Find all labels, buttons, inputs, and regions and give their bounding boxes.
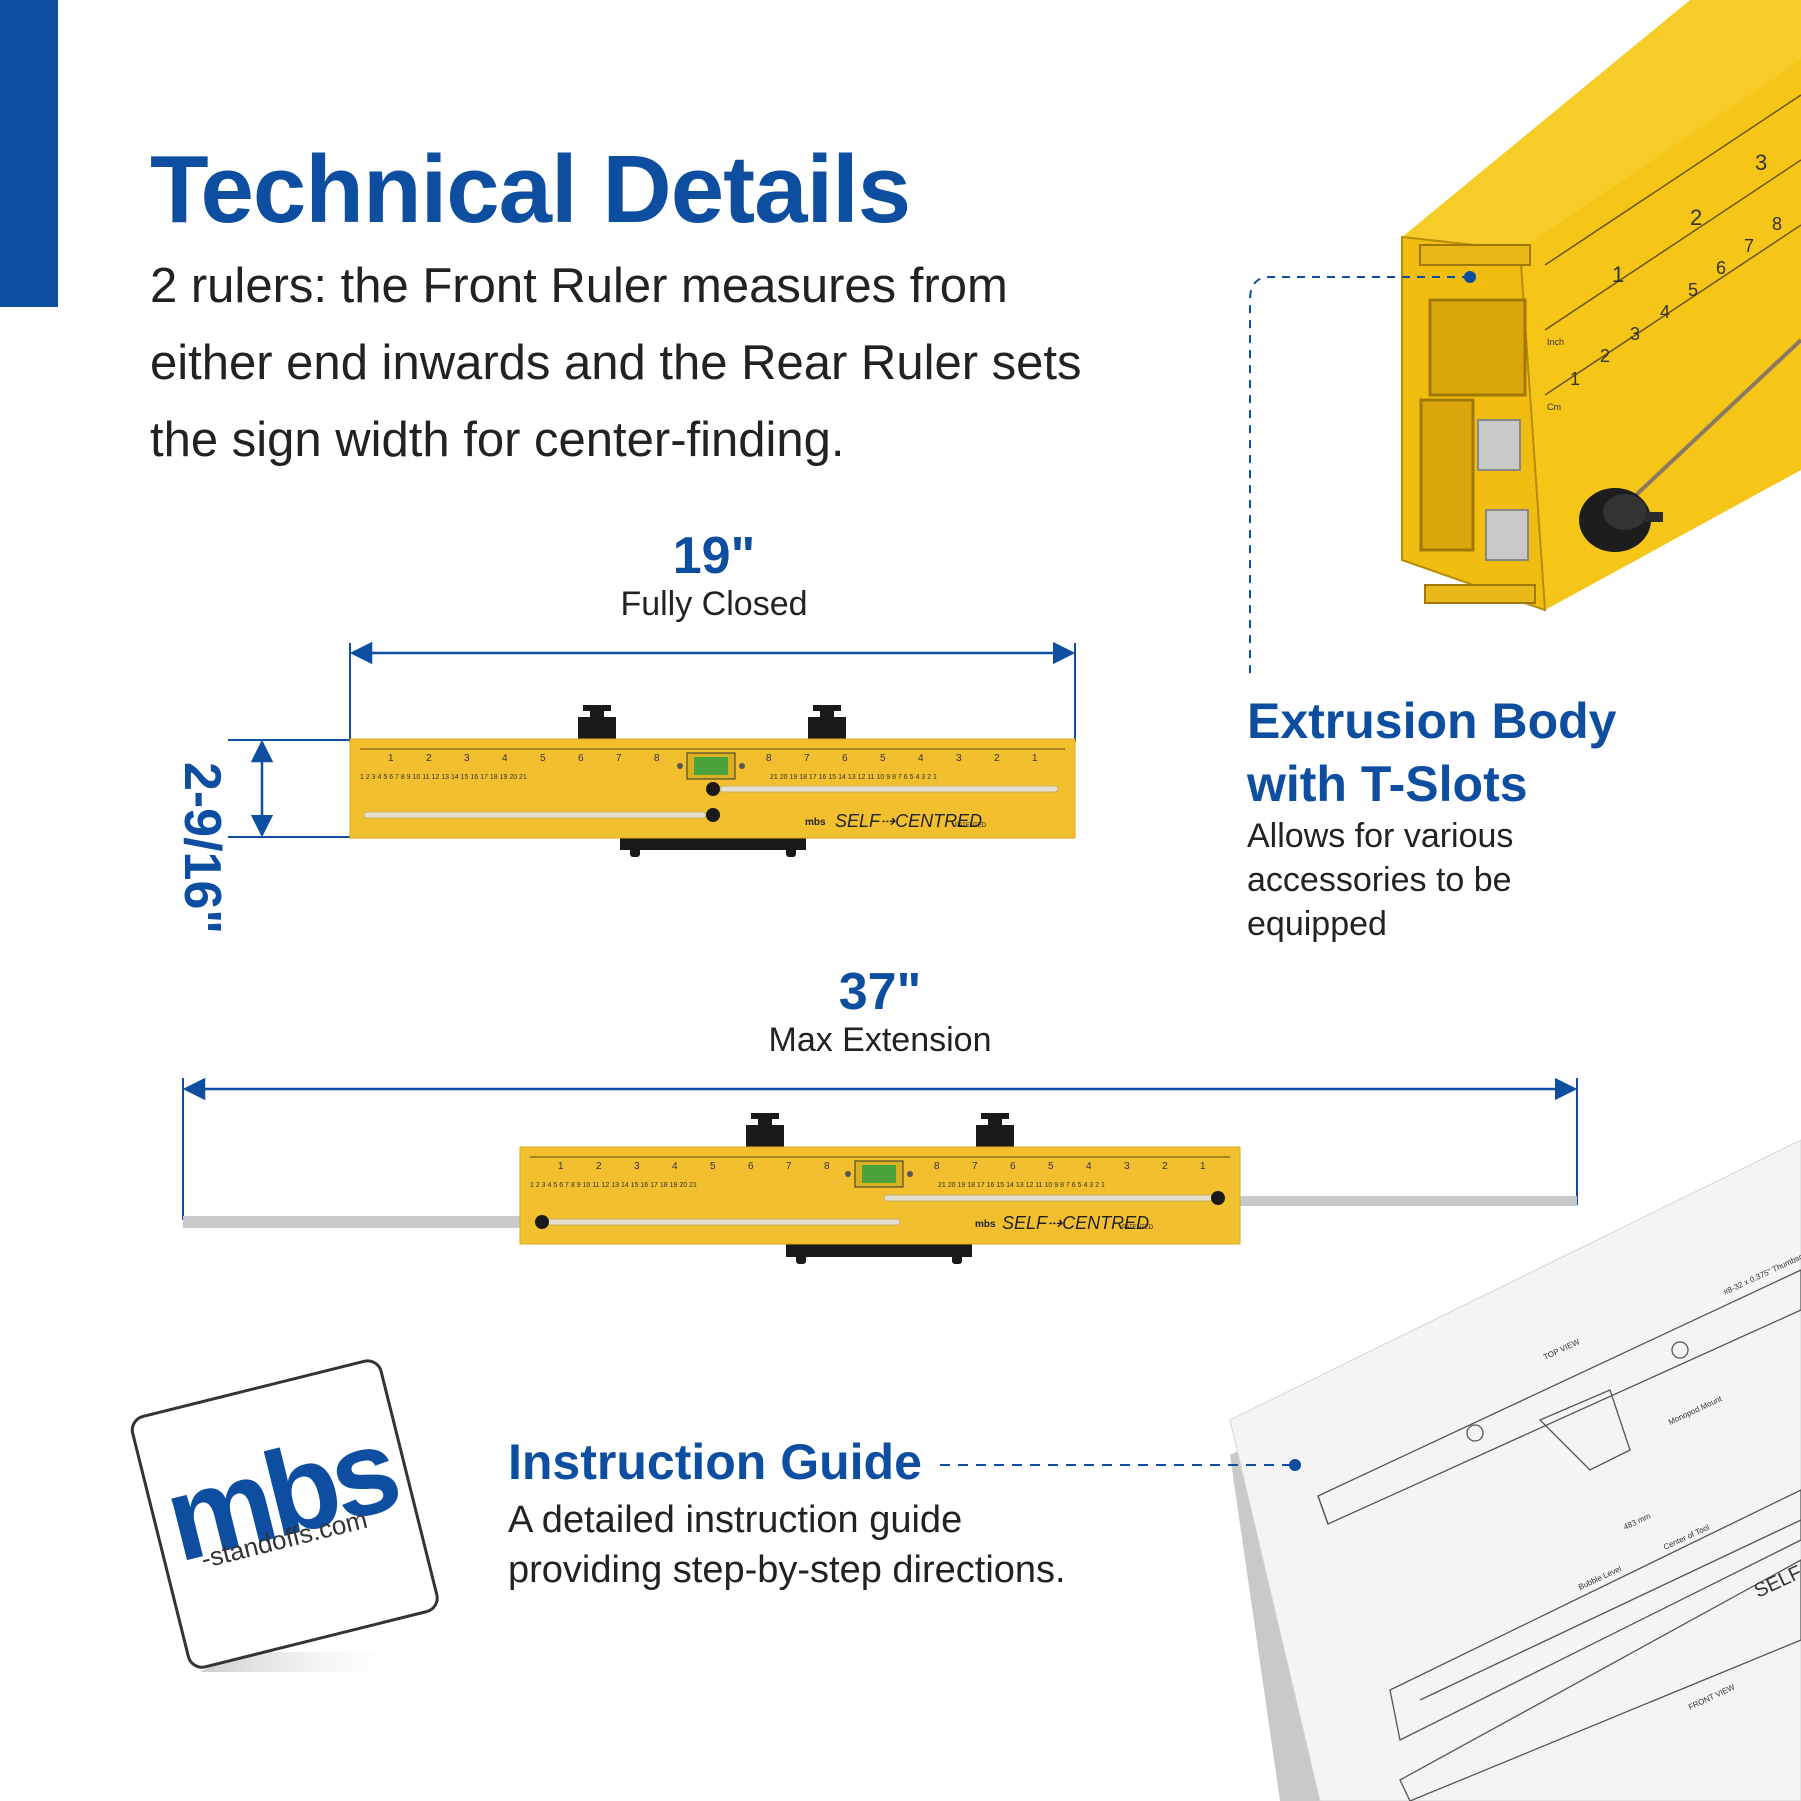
extrusion-image: 1 2 3 1 2 3 4 5 6 7 8 Inch Cm [1401, 0, 1801, 612]
extended-length-value: 37" [838, 963, 922, 1021]
extrusion-body: Allows for various accessories to be equ… [1247, 817, 1514, 943]
svg-text:4: 4 [502, 753, 508, 764]
svg-text:5: 5 [710, 1161, 716, 1172]
svg-text:8: 8 [654, 753, 660, 764]
closed-ruler-brand: SELF⇢CENTRED [835, 811, 982, 831]
svg-text:8: 8 [934, 1161, 940, 1172]
extrusion-scale-bottom-2: 2 [1600, 346, 1610, 366]
svg-text:2: 2 [596, 1161, 602, 1172]
svg-text:4: 4 [918, 753, 924, 764]
svg-text:3: 3 [464, 753, 470, 764]
svg-text:1: 1 [1200, 1161, 1206, 1172]
svg-text:2: 2 [994, 753, 1000, 764]
extended-ruler: 1 2 3 4 5 6 7 8 8 7 6 5 4 3 2 1 1 2 3 4 5 6 7 8 9 10… [183, 1113, 1577, 1264]
svg-text:4: 4 [672, 1161, 678, 1172]
svg-text:2: 2 [1162, 1161, 1168, 1172]
extrusion-scale-top-3: 3 [1755, 150, 1767, 175]
closed-ruler: 1 2 3 4 5 6 7 8 8 7 6 5 4 3 2 1 1 2 3 4 5 6 7 8 9 10… [349, 705, 1076, 857]
svg-text:3: 3 [956, 753, 962, 764]
closed-length-label: Fully Closed [620, 585, 808, 623]
extrusion-scale-top-1: 1 [1612, 262, 1624, 287]
closed-ruler-patent: PATENTED [955, 823, 987, 829]
svg-text:1: 1 [1032, 753, 1038, 764]
extrusion-callout [1249, 276, 1470, 680]
svg-text:1: 1 [388, 753, 394, 764]
svg-text:6: 6 [842, 753, 848, 764]
svg-text:8: 8 [824, 1161, 830, 1172]
svg-text:7: 7 [972, 1161, 978, 1172]
closed-ruler-logo: mbs [805, 817, 826, 828]
svg-text:3: 3 [1124, 1161, 1130, 1172]
extended-ruler-brand: SELF⇢CENTRED [1002, 1213, 1149, 1233]
extended-ruler-patent: PATENTED [1122, 1225, 1154, 1231]
svg-text:7: 7 [804, 753, 810, 764]
closed-dimension-lines [228, 641, 1076, 838]
extrusion-scale-top-2: 2 [1690, 205, 1702, 230]
extrusion-unit-cm: Cm [1547, 402, 1561, 412]
guide-body: A detailed instruction guide providing s… [508, 1499, 1066, 1591]
guide-title: Instruction Guide [508, 1434, 922, 1490]
svg-text:6: 6 [578, 753, 584, 764]
extended-ruler-logo: mbs [975, 1219, 996, 1230]
svg-text:2: 2 [426, 753, 432, 764]
closed-length-value: 19" [672, 527, 756, 585]
svg-text:1 2 3 4 5 6 7 8 9 10 11 12 13: 1 2 3 4 5 6 7 8 9 10 11 12 13 14 15 16 1… [360, 774, 527, 781]
instruction-drawing: TOP VIEW #8-32 x 0.375" Thumbscrew Monop… [1229, 1139, 1801, 1801]
accent-bar [0, 0, 58, 307]
svg-text:21 20 19 18 17 16 15 14 13 12: 21 20 19 18 17 16 15 14 13 12 11 10 9 8 … [770, 774, 937, 781]
svg-text:3: 3 [634, 1161, 640, 1172]
extended-length-label: Max Extension [768, 1021, 992, 1059]
extrusion-scale-bottom-6: 6 [1716, 258, 1726, 278]
extrusion-title-1: Extrusion Body [1247, 693, 1617, 749]
extrusion-unit-inch: Inch [1547, 337, 1564, 347]
svg-text:6: 6 [748, 1161, 754, 1172]
extrusion-scale-bottom-1: 1 [1570, 369, 1580, 389]
svg-text:6: 6 [1010, 1161, 1016, 1172]
svg-text:1 2 3 4 5 6 7 8 9 10 11 12 13: 1 2 3 4 5 6 7 8 9 10 11 12 13 14 15 16 1… [530, 1182, 697, 1189]
extrusion-scale-bottom-8: 8 [1772, 214, 1782, 234]
extended-dimension-lines [182, 1077, 1578, 1220]
page-title: Technical Details [150, 136, 911, 243]
extrusion-title-2: with T-Slots [1247, 756, 1528, 812]
svg-text:5: 5 [540, 753, 546, 764]
svg-text:5: 5 [880, 753, 886, 764]
svg-text:1: 1 [558, 1161, 564, 1172]
intro-text: 2 rulers: the Front Ruler measures from … [150, 259, 1082, 467]
extrusion-scale-bottom-7: 7 [1744, 236, 1754, 256]
svg-text:8: 8 [766, 753, 772, 764]
extrusion-scale-bottom-3: 3 [1630, 324, 1640, 344]
svg-text:7: 7 [616, 753, 622, 764]
svg-text:21 20 19 18 17 16 15 14 13 12: 21 20 19 18 17 16 15 14 13 12 11 10 9 8 … [938, 1182, 1105, 1189]
svg-text:4: 4 [1086, 1161, 1092, 1172]
extrusion-scale-bottom-5: 5 [1688, 280, 1698, 300]
extrusion-scale-bottom-4: 4 [1660, 302, 1670, 322]
svg-text:7: 7 [786, 1161, 792, 1172]
logo-card: mbs [130, 1359, 439, 1672]
svg-text:5: 5 [1048, 1161, 1054, 1172]
